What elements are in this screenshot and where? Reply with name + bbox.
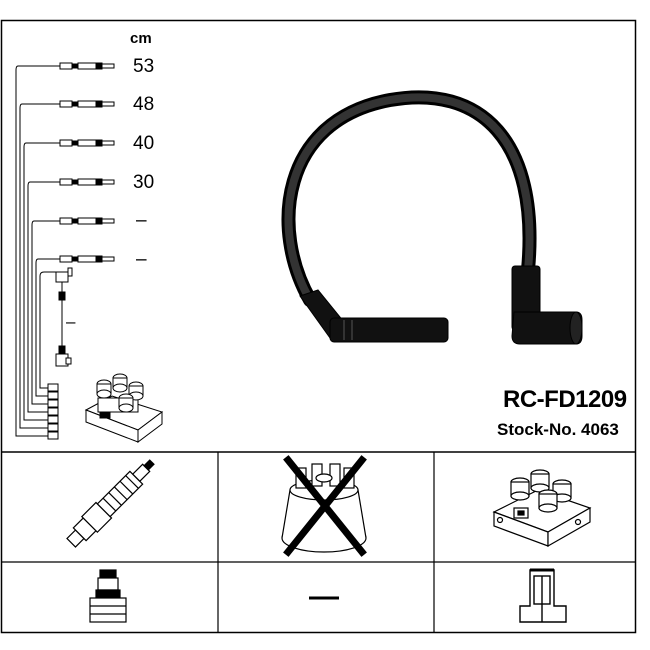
ignition-coil-icon <box>492 469 592 548</box>
lead-length-label: 53 <box>133 56 155 77</box>
coil-lead-length-label: – <box>66 312 76 331</box>
coil-lead <box>55 267 73 367</box>
no-item-dash: — <box>309 580 339 613</box>
lead-length-label: 30 <box>133 172 155 193</box>
lead-connector-30 <box>59 178 115 186</box>
spark-plug-icon <box>66 459 155 548</box>
lead-set-schematic <box>15 65 62 440</box>
stock-number: Stock-No. 4063 <box>497 420 619 439</box>
lead-connector-5 <box>59 217 115 225</box>
lead-length-label: – <box>136 249 147 270</box>
lead-length-label: 48 <box>133 94 155 115</box>
lead-connector-53 <box>59 62 115 70</box>
ignition-lead-cable <box>281 90 583 345</box>
lead-connectors <box>59 62 115 263</box>
not-applicable-cross-icon <box>283 455 367 557</box>
lead-connector-48 <box>59 100 115 108</box>
coil-connector-icon <box>519 568 567 623</box>
lead-boot-left <box>329 317 449 343</box>
terminal-stack <box>47 383 59 440</box>
schematic-coil-icon <box>84 373 164 443</box>
product-title: RC-FD1209 <box>503 386 627 413</box>
outer-frame <box>0 19 637 634</box>
lead-length-label: – <box>136 210 147 231</box>
length-unit-label: cm <box>130 30 152 47</box>
lead-connector-40 <box>59 139 115 147</box>
lead-connector-6 <box>59 255 115 263</box>
spark-plug-connector-icon <box>89 569 127 623</box>
lead-length-label: 40 <box>133 133 155 154</box>
